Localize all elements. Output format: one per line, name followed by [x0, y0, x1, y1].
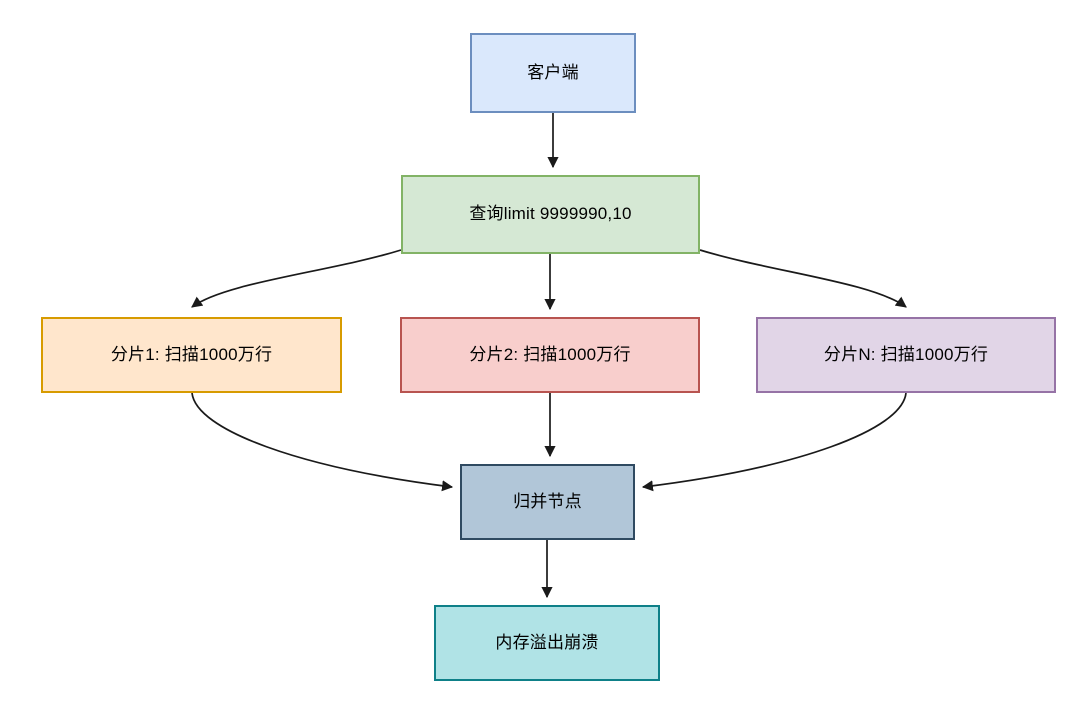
node-client[interactable]: 客户端 [470, 33, 636, 113]
edge-query-to-shardn [699, 249, 907, 308]
node-shard-1[interactable]: 分片1: 扫描1000万行 [41, 317, 342, 393]
node-merge[interactable]: 归并节点 [460, 464, 635, 540]
node-shard-n[interactable]: 分片N: 扫描1000万行 [756, 317, 1056, 393]
node-shard-2-label: 分片2: 扫描1000万行 [469, 344, 631, 364]
edge-query-to-shard1 [191, 249, 402, 308]
node-merge-label: 归并节点 [513, 491, 582, 511]
node-shard-n-label: 分片N: 扫描1000万行 [823, 344, 989, 364]
node-client-label: 客户端 [527, 62, 579, 82]
edge-shardn-to-merge [641, 392, 907, 492]
edge-shard1-to-merge [191, 392, 454, 492]
node-oom-label: 内存溢出崩溃 [495, 632, 599, 652]
node-query-label: 查询limit 9999990,10 [469, 204, 632, 224]
node-query[interactable]: 查询limit 9999990,10 [401, 175, 700, 254]
node-shard-2[interactable]: 分片2: 扫描1000万行 [400, 317, 700, 393]
node-shard-1-label: 分片1: 扫描1000万行 [110, 344, 273, 364]
node-oom[interactable]: 内存溢出崩溃 [434, 605, 660, 681]
